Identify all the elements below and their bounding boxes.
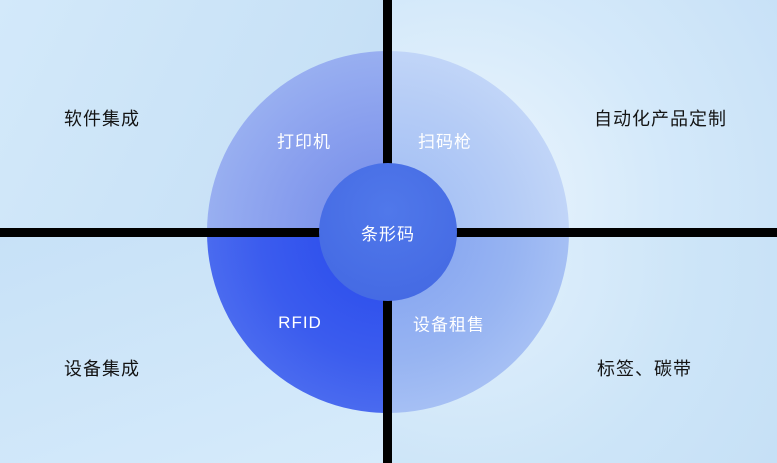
center-circle-label: 条形码: [361, 224, 415, 244]
scanner-label: 扫码枪: [418, 132, 472, 152]
center-circle: 条形码: [319, 163, 457, 301]
corner-label-equipment-integration: 设备集成: [64, 359, 140, 379]
corner-label-automation-customization: 自动化产品定制: [594, 109, 727, 129]
product-circle: [207, 51, 569, 413]
corner-label-labels-ribbons: 标签、碳带: [597, 359, 692, 379]
corner-label-software-integration: 软件集成: [64, 109, 140, 129]
rfid-label: RFID: [278, 313, 322, 332]
printer-label: 打印机: [277, 132, 331, 152]
rental-label: 设备租售: [413, 315, 485, 335]
